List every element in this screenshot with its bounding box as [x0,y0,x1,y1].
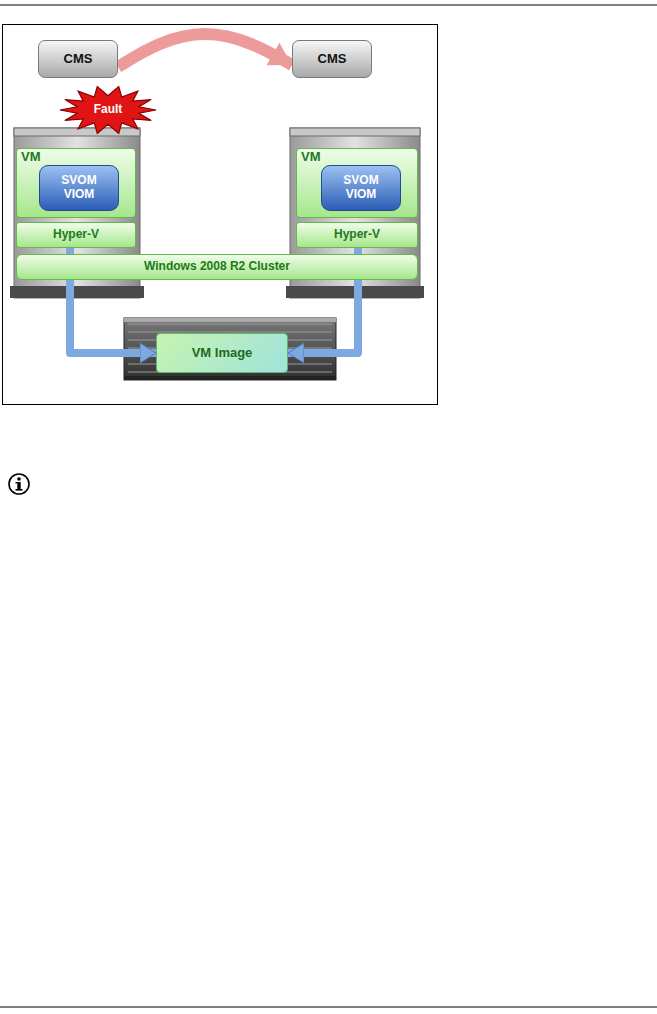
failover-arrow [118,34,292,67]
info-icon [9,474,29,494]
cms-box: CMS [38,40,118,78]
hypervisor-bar: Hyper-V [16,222,136,248]
figure-frame [3,25,438,405]
vm-box: SVOM VIOM VM [296,148,418,218]
header-rule [0,5,657,6]
software-box: SVOM VIOM [321,165,401,211]
node-label: SVOM VIOM [330,174,392,202]
cms-box: CMS [292,40,372,78]
software-box: SVOM VIOM [39,165,119,211]
node-label: VM Image [192,346,253,361]
footer-rule [0,1007,657,1008]
node-label: Fault [94,103,123,117]
fault-starburst: Fault [60,86,156,134]
node-label: CMS [318,52,347,67]
cluster-band: Windows 2008 R2 Cluster [16,254,418,280]
node-label: CMS [64,52,93,67]
image-box: VM Image [156,333,288,373]
node-label: Hyper-V [334,228,380,242]
node-label: SVOM VIOM [48,174,110,202]
starburst-outline [60,87,156,134]
vm-box: SVOM VIOM VM [16,148,136,218]
node-label: Windows 2008 R2 Cluster [144,260,290,274]
node-label: VM [21,150,41,165]
hypervisor-bar: Hyper-V [296,222,418,248]
node-label: Hyper-V [53,228,99,242]
node-label: VM [301,150,321,165]
